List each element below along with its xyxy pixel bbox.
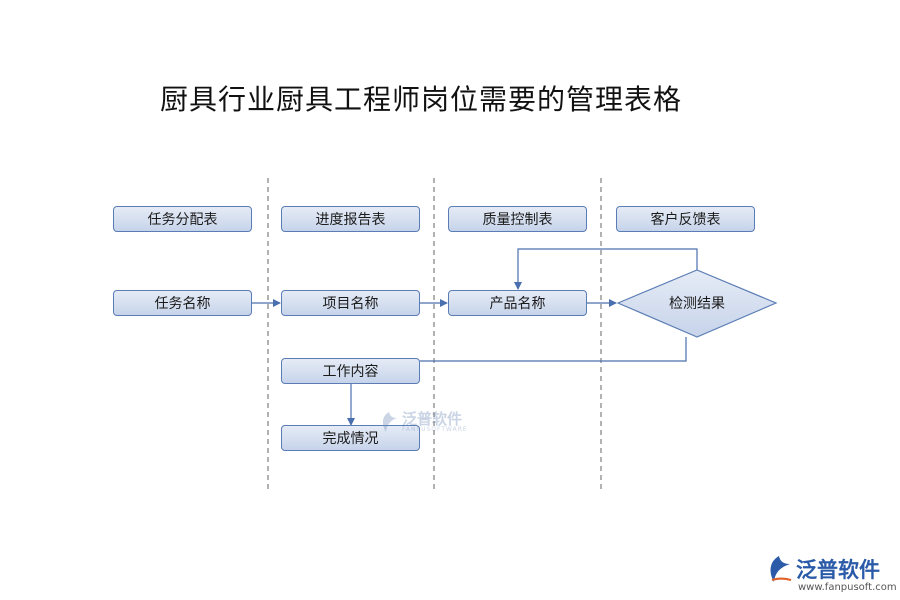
header-progress-report: 进度报告表 — [281, 206, 420, 232]
node-product-name: 产品名称 — [448, 290, 587, 316]
watermark: 泛普软件 FANPUSOFTWARE — [378, 408, 488, 438]
watermark-text: 泛普软件 — [402, 410, 463, 428]
node-completion-status: 完成情况 — [281, 425, 420, 451]
decision-label: 检测结果 — [669, 296, 725, 312]
decision-diamond — [616, 269, 778, 338]
line-check-to-work — [420, 337, 687, 362]
brand-url: www.fanpusoft.com — [798, 582, 897, 593]
header-quality-control: 质量控制表 — [448, 206, 587, 232]
node-work-content: 工作内容 — [281, 358, 420, 384]
watermark-subtext: FANPUSOFTWARE — [402, 426, 468, 433]
brand-logo-icon — [770, 556, 792, 582]
header-task-assignment: 任务分配表 — [113, 206, 252, 232]
brand-logo: 泛普软件 www.fanpusoft.com — [764, 552, 897, 596]
arrow-feedback-to-product — [514, 248, 698, 290]
node-project-name: 项目名称 — [281, 290, 420, 316]
brand-name: 泛普软件 — [796, 558, 880, 582]
page-title: 厨具行业厨具工程师岗位需要的管理表格 — [160, 83, 683, 116]
watermark-logo-icon — [382, 412, 397, 432]
header-customer-feedback: 客户反馈表 — [616, 206, 755, 232]
node-task-name: 任务名称 — [113, 290, 252, 316]
